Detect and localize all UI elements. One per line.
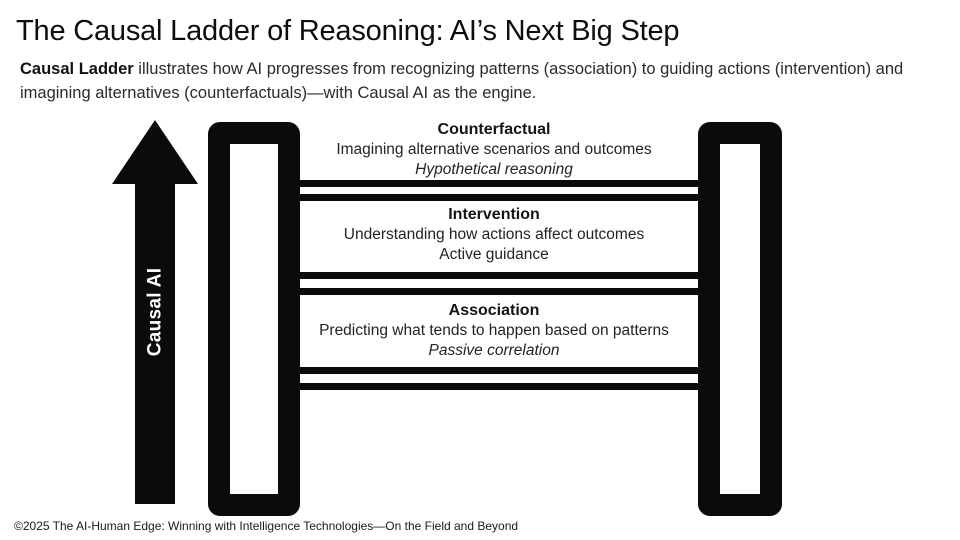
footer-copyright: ©2025 The AI-Human Edge: Winning with In… [14,519,519,533]
ladder-rung [288,367,700,374]
step-description: Imagining alternative scenarios and outc… [336,141,652,158]
ladder-rung [288,194,700,201]
ladder-rung [288,180,700,187]
page-subtitle: Causal Ladder illustrates how AI progres… [20,57,938,105]
step-title: Association [448,302,540,319]
ladder-step-intervention: Intervention Understanding how actions a… [288,205,700,265]
step-description: Predicting what tends to happen based on… [319,322,669,339]
step-title: Counterfactual [437,121,551,138]
ladder-rung [288,288,700,295]
ladder-step-counterfactual: Counterfactual Imagining alternative sce… [288,120,700,180]
ladder-step-association: Association Predicting what tends to hap… [288,301,700,361]
ladder-rail-right [698,122,782,516]
causal-ai-arrow-icon [110,118,200,506]
subtitle-rest: illustrates how AI progresses from recog… [20,60,904,102]
step-tag: Passive correlation [428,342,560,359]
step-title: Intervention [448,206,540,223]
subtitle-lead: Causal Ladder [20,60,134,78]
page-title: The Causal Ladder of Reasoning: AI’s Nex… [16,15,680,47]
step-tag: Hypothetical reasoning [415,161,573,178]
ladder-rail-left [208,122,300,516]
ladder-rung [288,272,700,279]
ladder-rung [288,383,700,390]
step-description: Understanding how actions affect outcome… [343,226,645,243]
step-tag: Active guidance [439,246,549,263]
